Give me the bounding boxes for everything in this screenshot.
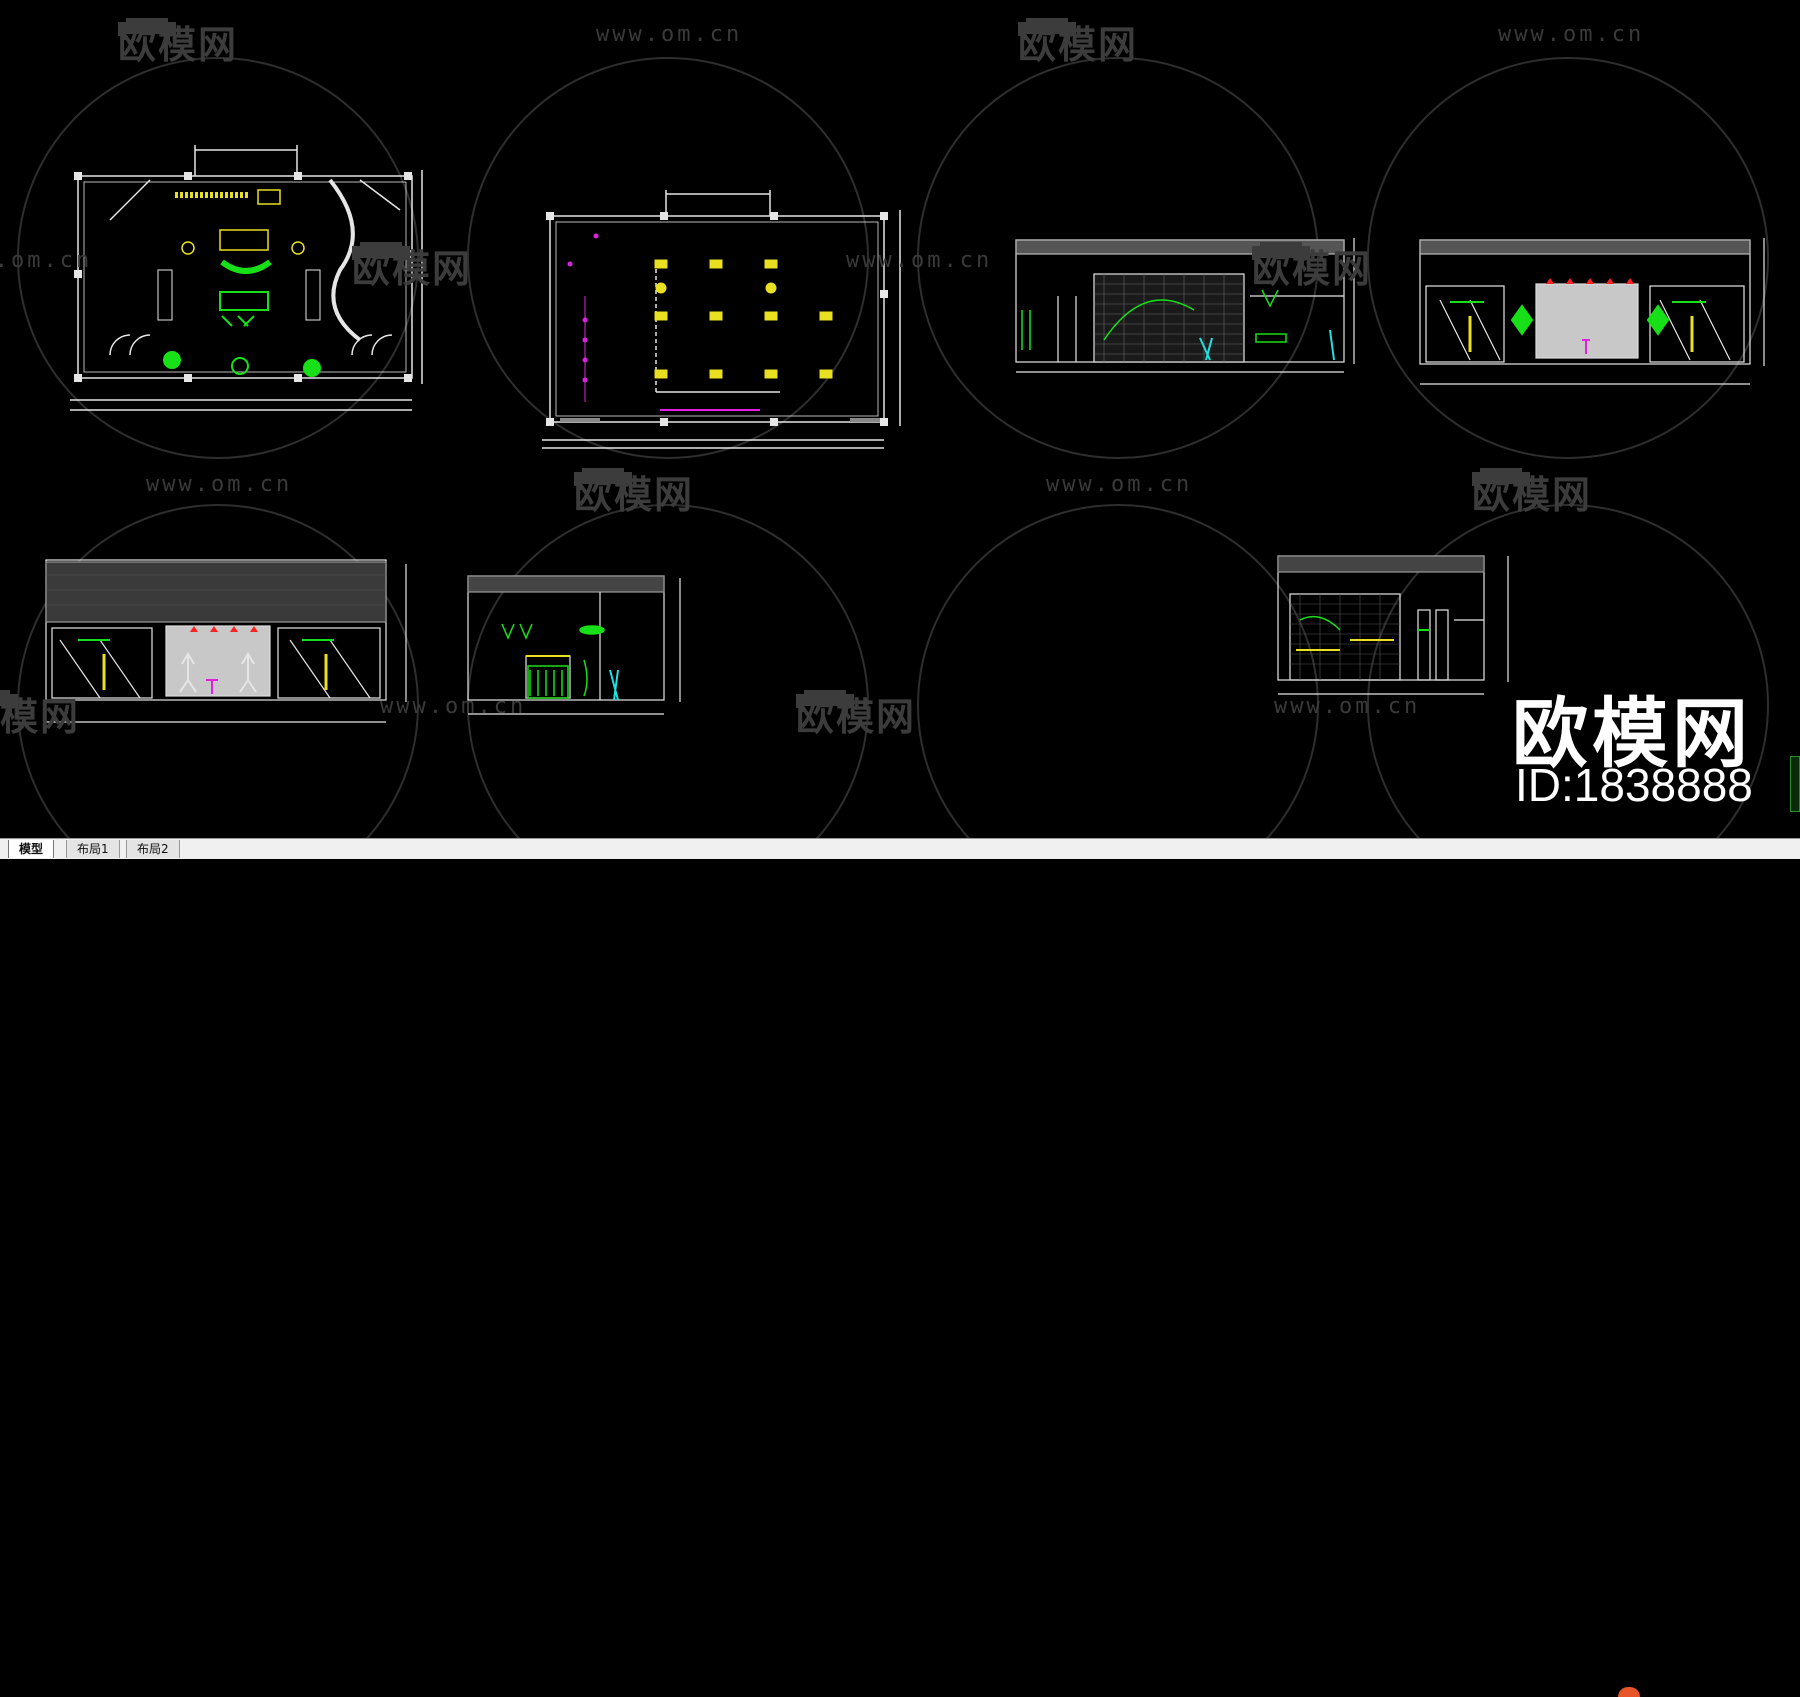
cad-model-space[interactable]: 欧模网 欧模网 欧模网 欧模网 欧模网 欧模网 欧模网 欧模网 www.om.c… — [0, 0, 1800, 838]
layout-tab-bar: 模型 布局1 布局2 — [0, 838, 1800, 1697]
watermark-brand: 欧模网 — [1252, 238, 1372, 293]
watermark-circles — [17, 57, 1769, 838]
sofa-icon — [352, 242, 410, 264]
watermark-brand: 欧模网 — [1018, 14, 1138, 69]
elevation-e — [1277, 555, 1509, 695]
watermark-brand: 欧模网 — [796, 686, 916, 741]
tab-layout1[interactable]: 布局1 — [66, 840, 120, 858]
watermark-url: www.om.cn — [0, 248, 93, 273]
sofa-icon — [118, 18, 176, 40]
status-icon — [1618, 1687, 1640, 1697]
sofa-icon — [1018, 18, 1076, 40]
sofa-icon — [1472, 468, 1530, 490]
badge-logo: 欧模网 — [1512, 689, 1752, 778]
watermark-url: www.om.cn — [846, 248, 993, 273]
elevation-d — [467, 575, 681, 715]
tab-model[interactable]: 模型 — [8, 840, 55, 858]
watermark-brand: 欧模网 — [352, 238, 472, 293]
sofa-icon — [574, 468, 632, 490]
floor-plan-furniture — [70, 145, 423, 411]
watermark-url: www.om.cn — [1274, 694, 1421, 719]
watermark-brand: 欧模网 — [1472, 464, 1592, 519]
sofa-icon — [0, 690, 18, 712]
sofa-icon — [796, 690, 854, 712]
sofa-icon — [1252, 242, 1310, 264]
cad-drawings — [45, 145, 1765, 723]
elevation-b — [1419, 238, 1765, 385]
elevation-c — [45, 559, 407, 723]
watermark-url: www.om.cn — [1498, 22, 1645, 47]
watermark-url: www.om.cn — [146, 472, 293, 497]
watermark-url: www.om.cn — [380, 694, 527, 719]
tab-layout2[interactable]: 布局2 — [126, 840, 180, 858]
watermark-url: www.om.cn — [596, 22, 743, 47]
watermark-brand: 欧模网 — [574, 464, 694, 519]
watermark-url: www.om.cn — [1046, 472, 1193, 497]
badge-id: ID:1838888 — [1515, 759, 1753, 811]
floor-plan-ceiling — [542, 190, 901, 449]
nav-indicator — [1790, 756, 1800, 812]
watermark-brand: 欧模网 — [118, 14, 238, 69]
watermark-brand: 欧模网 — [0, 686, 80, 741]
